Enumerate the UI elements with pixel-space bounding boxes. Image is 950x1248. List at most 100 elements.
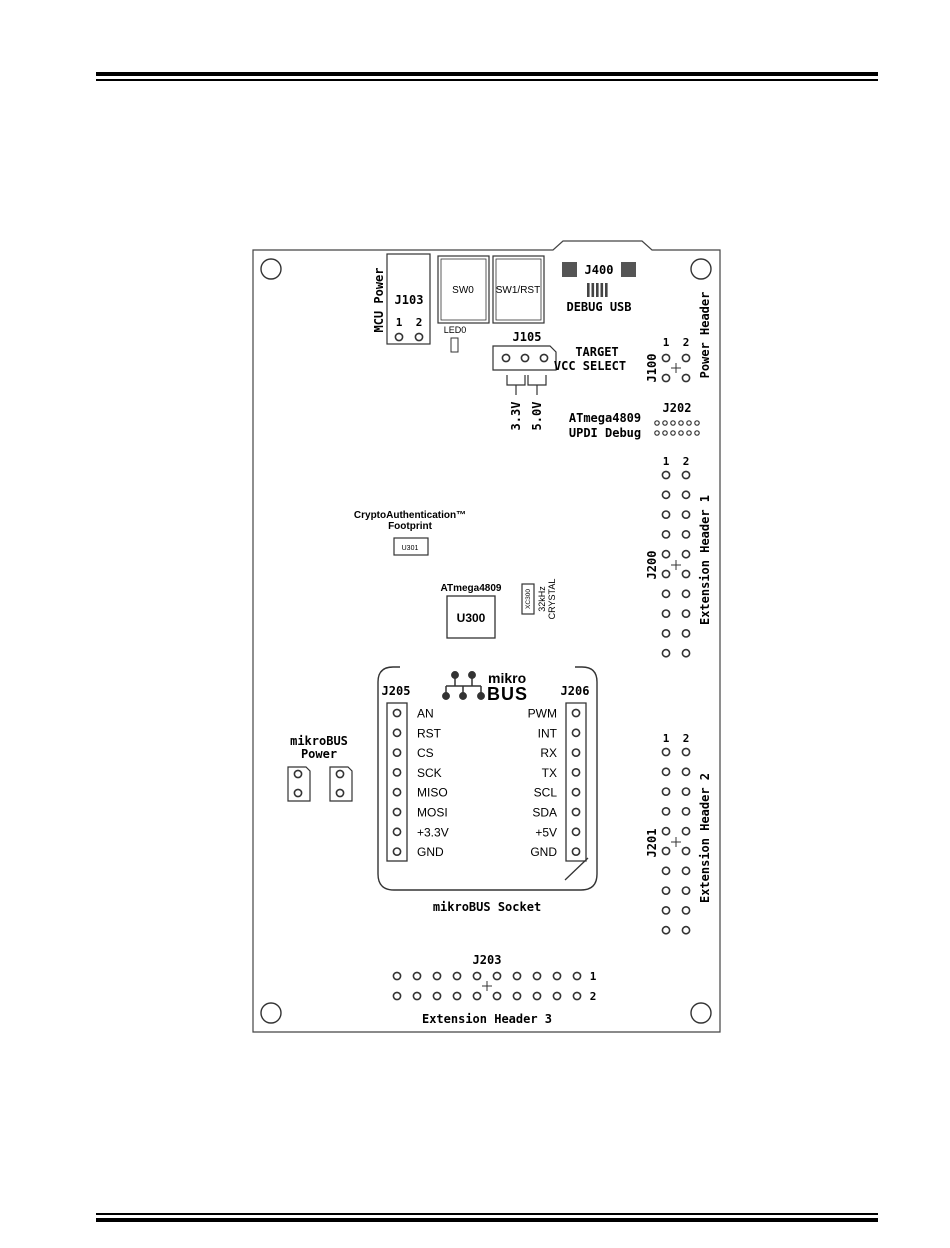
- j205-pad: [392, 728, 402, 738]
- xc300-label: XC300: [525, 589, 532, 609]
- ext3-pad: [412, 991, 422, 1001]
- u301-label: U301: [402, 545, 419, 552]
- mikrobus-right-pin-label: +5V: [535, 825, 557, 839]
- ext1-pad: [661, 549, 671, 559]
- j205-pads: [392, 708, 402, 856]
- j206-pad: [571, 787, 581, 797]
- u300-label: U300: [457, 611, 486, 625]
- mikrobus-power-jumper-right: [329, 766, 353, 802]
- ext1-pad: [681, 629, 691, 638]
- ext2-pad: [681, 886, 691, 895]
- mikrobus-right-pin-label: GND: [530, 845, 557, 859]
- j100-pad: [661, 373, 671, 383]
- j206-pad: [571, 827, 581, 837]
- j200-label: J200: [645, 551, 659, 580]
- j105-outline: [492, 345, 557, 371]
- j206-pad: [571, 728, 581, 738]
- board-outline: [252, 240, 721, 1033]
- mikrobus-power-pad: [293, 788, 303, 798]
- j205-pad: [392, 807, 402, 817]
- mounting-hole-tr: [690, 258, 712, 280]
- j205-pad: [392, 847, 402, 856]
- ext3-pad: [492, 991, 502, 1001]
- j100-pad: [661, 353, 671, 363]
- ext2-pad: [661, 747, 671, 757]
- mikrobus-socket-chamfer: [564, 857, 589, 881]
- ext1-pin2-label: 2: [683, 455, 690, 468]
- j203-label: J203: [473, 953, 502, 967]
- j203-center-mark: [482, 981, 492, 991]
- mounting-hole-bl: [260, 1002, 282, 1024]
- u301-footprint: [393, 537, 429, 556]
- j206-pad: [571, 768, 581, 777]
- j206-label: J206: [561, 684, 590, 698]
- mikrobus-right-pin-label: INT: [538, 726, 558, 740]
- ext3-pad: [512, 971, 522, 981]
- ext3-pad: [452, 971, 462, 981]
- mikrobus-power-line1: mikroBUS: [290, 734, 348, 748]
- crystal-label-line1: 32kHz: [537, 586, 547, 612]
- ext3-pad: [492, 971, 502, 981]
- ext2-pad: [681, 807, 691, 816]
- updi-label-line1: ATmega4809: [569, 411, 641, 425]
- mikrobus-socket-label: mikroBUS Socket: [433, 900, 541, 914]
- j400-label: J400: [585, 263, 614, 277]
- mikrobus-left-pin-label: +3.3V: [417, 825, 449, 839]
- target-label-line1: TARGET: [575, 345, 618, 359]
- j205-header: [386, 702, 408, 862]
- j400-pad-left: [562, 262, 577, 277]
- mikrobus-logo-icon: [442, 671, 485, 700]
- j205-pad: [392, 787, 402, 797]
- mikrobus-right-pin-label: SDA: [532, 806, 557, 820]
- j206-pad: [571, 807, 581, 817]
- j206-pad: [571, 847, 581, 856]
- j100-pad: [681, 353, 691, 363]
- ext1-pad: [681, 510, 691, 519]
- j100-label: J100: [645, 354, 659, 383]
- mikrobus-right-pin-label: PWM: [528, 707, 557, 721]
- ext3-title: Extension Header 3: [422, 1012, 552, 1026]
- ext2-pad: [661, 846, 671, 856]
- ext2-pads: [661, 747, 691, 935]
- j201-label: J201: [645, 829, 659, 858]
- ext1-pad: [661, 629, 671, 638]
- j202-label: J202: [663, 401, 692, 415]
- ext1-pad: [681, 589, 691, 599]
- ext2-pad: [681, 866, 691, 876]
- j105-pad: [539, 353, 549, 363]
- ext2-pin1-label: 1: [663, 732, 670, 745]
- ext1-pad: [661, 569, 671, 579]
- j200-center-mark: [671, 560, 681, 570]
- ext3-pad: [572, 991, 582, 1001]
- j103-label: J103: [395, 293, 424, 307]
- mikrobus-left-pin-label: RST: [417, 726, 442, 740]
- mikrobus-logo-bottom: BUS: [487, 684, 528, 704]
- j103-outline: [386, 253, 431, 345]
- mounting-hole-tl: [260, 258, 282, 280]
- ext2-pad: [681, 826, 691, 836]
- ext1-title: Extension Header 1: [698, 495, 712, 625]
- mounting-hole-br: [690, 1002, 712, 1024]
- sw1-label: SW1/RST: [496, 285, 540, 296]
- usb-connector-icon: [587, 283, 608, 297]
- mikrobus-left-pin-label: MOSI: [417, 806, 448, 820]
- sw0-label: SW0: [452, 285, 474, 296]
- mikrobus-right-pin-label: TX: [542, 766, 557, 780]
- mikrobus-power-line2: Power: [301, 747, 337, 761]
- ext2-pad: [661, 826, 671, 836]
- mikrobus-socket-outline: [377, 666, 598, 891]
- mikrobus-logo-top: mikro: [488, 670, 526, 686]
- ext3-pad: [552, 991, 562, 1001]
- ext1-pad: [681, 569, 691, 579]
- j206-pads: [571, 708, 581, 856]
- j205-pad: [392, 768, 402, 777]
- ext1-pin1-label: 1: [663, 455, 670, 468]
- ext3-pad: [432, 991, 442, 1001]
- ext3-pad: [472, 991, 482, 1001]
- u300-chip: [446, 595, 496, 639]
- ext3-pad: [452, 991, 462, 1001]
- ext3-pad: [392, 971, 402, 981]
